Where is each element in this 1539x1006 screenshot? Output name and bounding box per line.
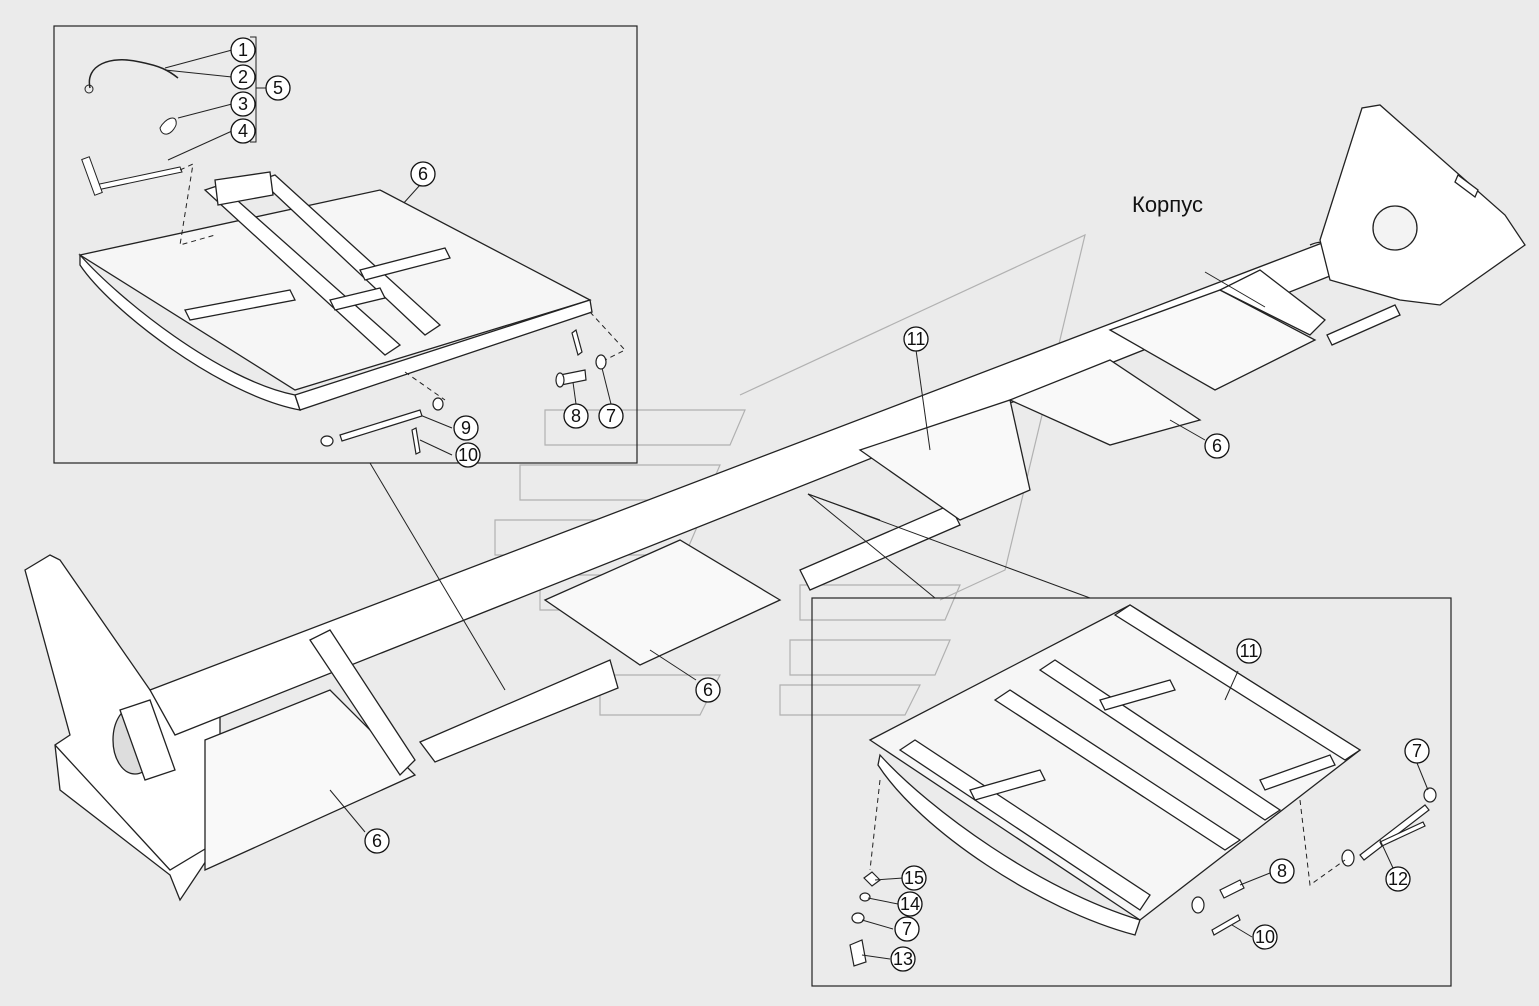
callout-6b: 6 (1204, 433, 1230, 459)
callout-6a: 6 (410, 161, 436, 187)
detail-box-bottom-right (811, 597, 1452, 987)
floor-panel-detail-2 (868, 604, 1362, 936)
svg-text:7: 7 (606, 406, 616, 426)
svg-text:10: 10 (1255, 927, 1275, 947)
main-frame (24, 104, 1526, 902)
callout-2: 2 (230, 64, 256, 90)
callouts: 1 2 3 4 5 6 7 8 9 10 11 6 6 6 11 7 12 8 … (230, 37, 1430, 972)
callout-12: 12 (1385, 866, 1411, 892)
callout-15: 15 (901, 865, 927, 891)
callout-10b: 10 (1252, 924, 1278, 950)
callout-11a: 11 (903, 326, 929, 352)
callout-11b: 11 (1236, 638, 1262, 664)
callout-7a: 7 (598, 403, 624, 429)
pin-4 (94, 166, 183, 191)
svg-text:11: 11 (907, 329, 926, 349)
svg-text:5: 5 (273, 78, 283, 98)
svg-text:2: 2 (238, 67, 248, 87)
svg-text:6: 6 (372, 831, 382, 851)
callout-7c: 7 (894, 916, 920, 942)
washer-7 (595, 354, 607, 370)
pin-10 (411, 427, 421, 455)
svg-text:11: 11 (1240, 641, 1259, 661)
callout-9: 9 (453, 415, 479, 441)
svg-text:13: 13 (893, 949, 913, 969)
callout-13: 13 (890, 946, 916, 972)
svg-text:6: 6 (418, 164, 428, 184)
svg-text:4: 4 (238, 121, 248, 141)
callout-14: 14 (897, 891, 923, 917)
callout-3: 3 (230, 91, 256, 117)
svg-text:9: 9 (461, 418, 471, 438)
svg-text:14: 14 (900, 894, 920, 914)
detail-box-top-left (53, 25, 638, 464)
svg-text:3: 3 (238, 94, 248, 114)
callout-10a: 10 (455, 442, 481, 468)
leader-lines (329, 271, 1266, 833)
svg-text:12: 12 (1388, 869, 1408, 889)
svg-text:6: 6 (1212, 436, 1222, 456)
cable-pin (88, 59, 179, 89)
callout-8b: 8 (1269, 858, 1295, 884)
svg-text:1: 1 (238, 40, 248, 60)
callout-5: 5 (265, 75, 291, 101)
callout-4: 4 (230, 118, 256, 144)
callout-1: 1 (230, 37, 256, 63)
callout-6d: 6 (364, 828, 390, 854)
svg-text:15: 15 (904, 868, 924, 888)
floor-panel-detail (78, 171, 593, 411)
svg-text:8: 8 (1277, 861, 1287, 881)
pin-9 (339, 409, 423, 442)
svg-text:8: 8 (571, 406, 581, 426)
callout-7b: 7 (1404, 738, 1430, 764)
callout-8a: 8 (563, 403, 589, 429)
svg-text:6: 6 (703, 680, 713, 700)
svg-text:7: 7 (902, 919, 912, 939)
svg-text:10: 10 (458, 445, 478, 465)
assembly-label: Корпус (1132, 192, 1203, 217)
svg-text:7: 7 (1412, 741, 1422, 761)
callout-6c: 6 (695, 677, 721, 703)
